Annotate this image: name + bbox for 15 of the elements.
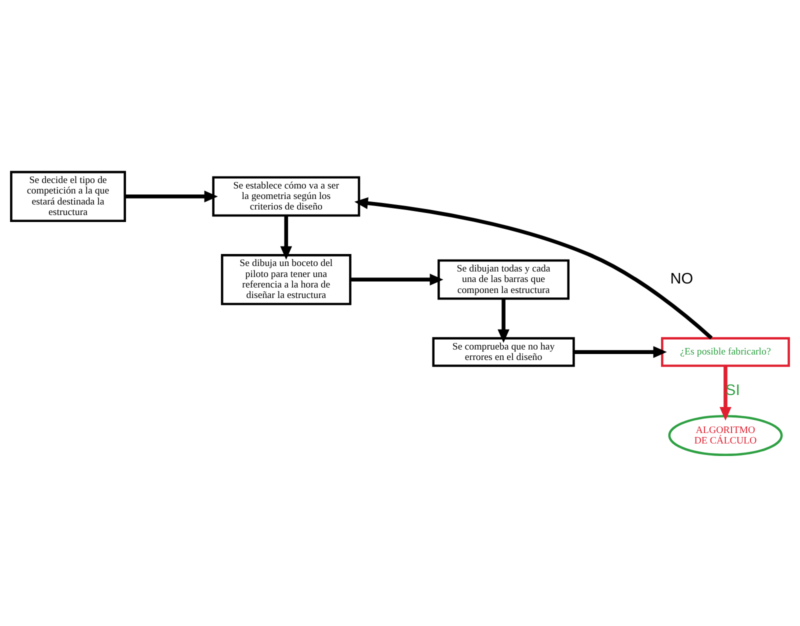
node-box: Se dibuja un boceto del piloto para tener una referencia a la hora de diseñar la estructura <box>220 254 352 305</box>
node-box: ¿Es posible fabricarlo? <box>661 336 790 366</box>
node-box: Se dibujan todas y cada una de las barras que componen la estructura <box>438 258 570 300</box>
arrow <box>498 298 510 342</box>
node-box: Se establece cómo va a ser la geometria según los criterios de diseño <box>212 176 360 216</box>
arrow <box>720 365 732 420</box>
node-box: Se decide el tipo de competición a la que estará destinada la estructura <box>10 170 126 222</box>
arrow <box>280 215 292 260</box>
arrow <box>124 190 218 202</box>
node-box: Se comprueba que no hay errores en el diseño <box>432 336 575 366</box>
edge-label: NO <box>670 270 694 287</box>
arrow <box>574 346 667 358</box>
node-ellipse: ALGORITMO DE CÁLCULO <box>668 414 783 456</box>
arrow <box>354 196 713 339</box>
arrow <box>350 273 444 286</box>
